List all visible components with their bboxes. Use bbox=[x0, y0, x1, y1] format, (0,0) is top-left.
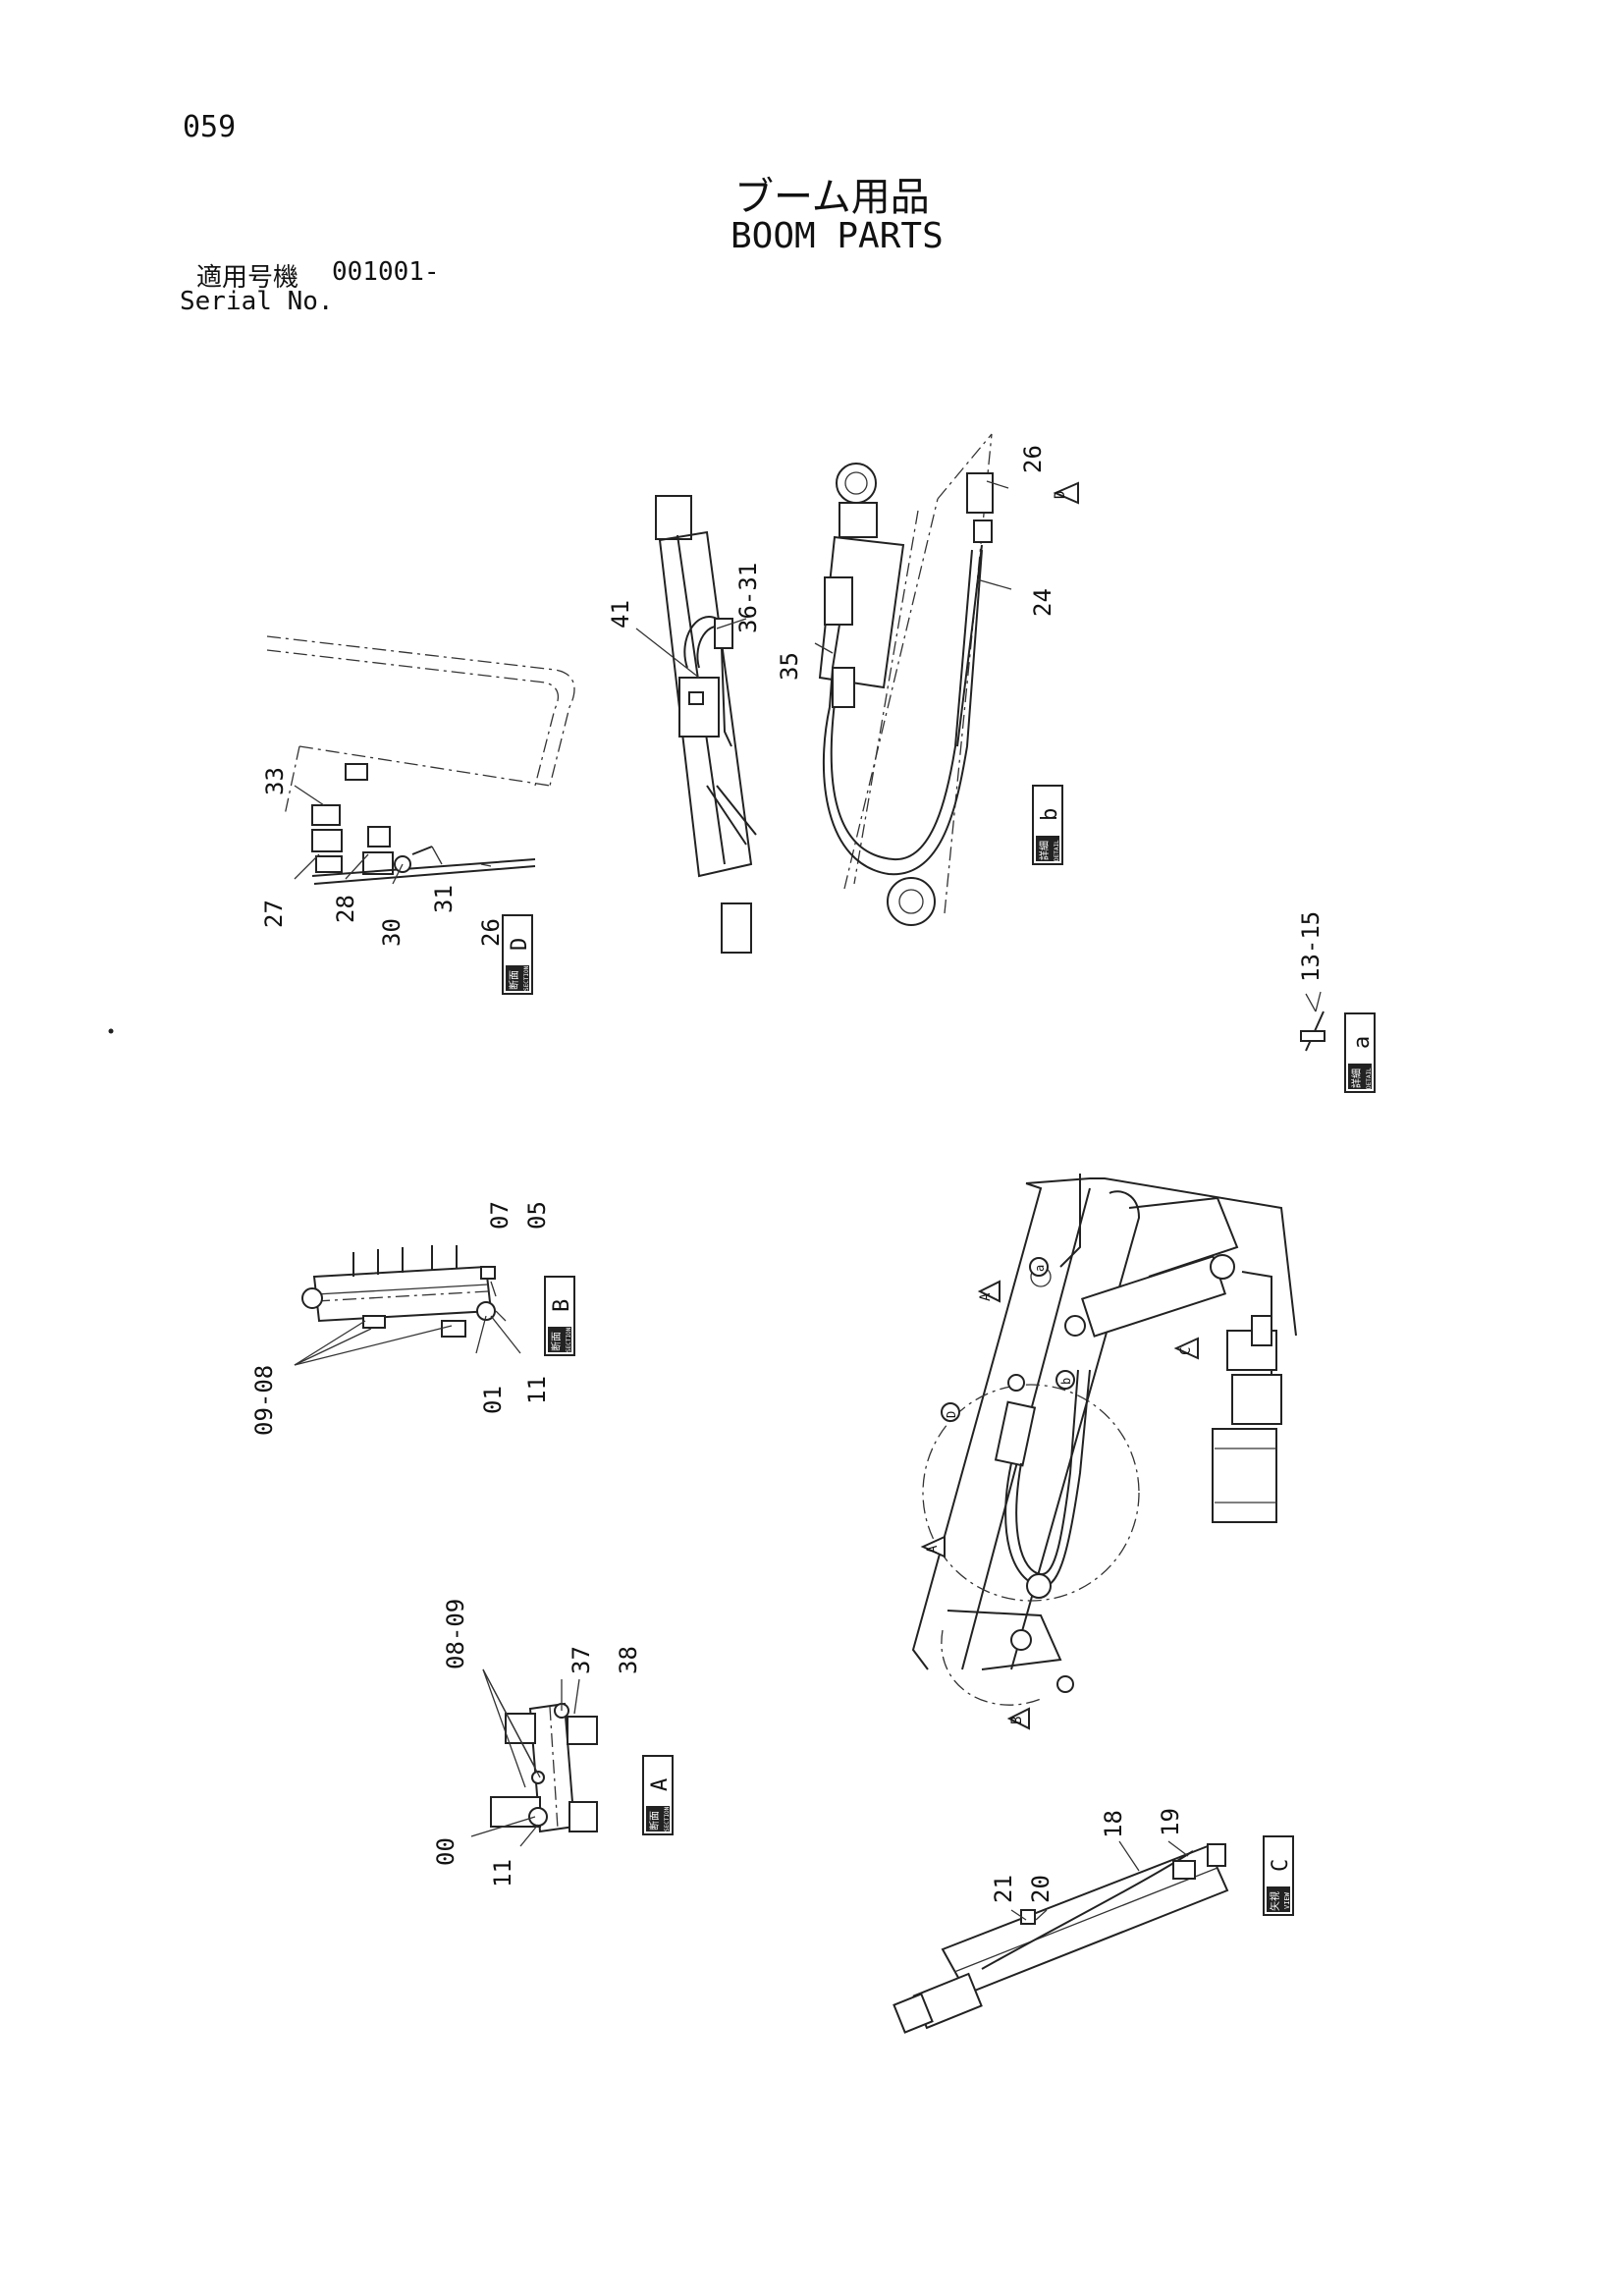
section-a-drawing bbox=[490, 1702, 598, 1833]
view-label-view-c-en: VIEW bbox=[1283, 1891, 1291, 1909]
callout-27: 27 bbox=[260, 900, 288, 928]
view-label-section-b-ja: 断面 bbox=[550, 1332, 563, 1351]
boom-cylinder-switch-drawing bbox=[655, 495, 757, 954]
callout-36-31: 36-31 bbox=[734, 563, 762, 633]
view-marker-b-circle: b bbox=[1059, 1378, 1073, 1385]
boom-assembly-drawing bbox=[911, 1174, 1297, 1706]
callout-08-09: 08-09 bbox=[442, 1599, 469, 1669]
view-label-detail-b-ja: 詳細 bbox=[1038, 841, 1051, 860]
callout-00: 00 bbox=[432, 1837, 460, 1866]
page-title-japanese: ブーム用品 bbox=[734, 175, 930, 220]
callout-13-15: 13-15 bbox=[1297, 911, 1325, 982]
callout-09-08: 09-08 bbox=[250, 1365, 278, 1436]
view-label-detail-a-ja: 詳細 bbox=[1350, 1068, 1363, 1088]
view-label-section-d-ja: 断面 bbox=[508, 970, 520, 990]
view-marker-d-top: D bbox=[1053, 491, 1068, 499]
callout-28: 28 bbox=[332, 895, 359, 923]
view-label-section-a-en: SECTION bbox=[664, 1806, 671, 1831]
leader-lines bbox=[294, 480, 1317, 1921]
view-label-section-b: 断面 SECTION B bbox=[544, 1276, 575, 1356]
serial-label-japanese: 適用号機 bbox=[196, 263, 299, 293]
callout-37: 37 bbox=[568, 1646, 595, 1674]
view-label-section-a: 断面 SECTION A bbox=[642, 1755, 674, 1835]
view-marker-c-main: C bbox=[1178, 1347, 1194, 1355]
view-label-section-d-en: SECTION bbox=[523, 965, 530, 991]
page-title: BOOM PARTS bbox=[730, 216, 944, 256]
view-label-section-d-letter: D bbox=[508, 938, 532, 951]
callout-30: 30 bbox=[378, 918, 406, 947]
view-marker-a-low: A bbox=[925, 1545, 941, 1554]
section-d-drawing bbox=[266, 635, 575, 885]
view-label-section-b-letter: B bbox=[550, 1299, 574, 1312]
callout-05: 05 bbox=[523, 1201, 551, 1230]
view-label-section-d: 断面 SECTION D bbox=[502, 914, 533, 995]
part-callouts: 26 24 41 36-31 35 33 27 28 30 31 26 13-1… bbox=[250, 445, 1325, 1903]
detail-b-drawing bbox=[818, 433, 994, 926]
callout-24: 24 bbox=[1029, 588, 1056, 617]
view-label-detail-b: 詳細 DETAIL b bbox=[1032, 785, 1063, 865]
callout-31: 31 bbox=[430, 885, 458, 913]
callout-38: 38 bbox=[615, 1646, 642, 1674]
callout-33: 33 bbox=[261, 767, 289, 795]
view-label-detail-a-letter: a bbox=[1350, 1036, 1375, 1049]
callout-20: 20 bbox=[1027, 1875, 1055, 1903]
view-label-section-b-en: SECTION bbox=[566, 1327, 572, 1352]
view-label-section-a-letter: A bbox=[648, 1778, 673, 1791]
serial-number-value: 001001- bbox=[332, 257, 440, 287]
callout-11-b: 11 bbox=[523, 1376, 551, 1404]
view-label-view-c-ja: 矢視 bbox=[1269, 1891, 1281, 1911]
callout-01: 01 bbox=[479, 1386, 507, 1414]
view-label-view-c: 矢視 VIEW C bbox=[1263, 1835, 1294, 1916]
callout-07: 07 bbox=[486, 1201, 514, 1230]
view-label-detail-a: 詳細 DETAIL a bbox=[1344, 1012, 1376, 1093]
callout-21: 21 bbox=[990, 1875, 1017, 1903]
callout-41: 41 bbox=[607, 600, 634, 629]
detail-a-drawing bbox=[1300, 991, 1325, 1052]
view-marker-d-circle: D bbox=[945, 1411, 958, 1418]
callout-11-a: 11 bbox=[489, 1859, 516, 1887]
callout-35: 35 bbox=[776, 652, 803, 681]
view-direction-markers: D A A B C D a b bbox=[920, 481, 1199, 1730]
serial-label: Serial No. bbox=[180, 287, 334, 316]
view-label-detail-b-en: DETAIL bbox=[1054, 840, 1060, 861]
view-c-drawing bbox=[893, 1843, 1229, 2034]
callout-26-d: 26 bbox=[477, 918, 505, 947]
callout-26-top: 26 bbox=[1019, 445, 1047, 473]
view-marker-a-main: A bbox=[978, 1292, 994, 1301]
view-label-detail-b-letter: b bbox=[1038, 808, 1062, 821]
page-number: 059 bbox=[183, 110, 237, 144]
callout-19: 19 bbox=[1157, 1808, 1184, 1836]
view-label-detail-a-en: DETAIL bbox=[1366, 1067, 1373, 1089]
callout-18: 18 bbox=[1100, 1810, 1127, 1838]
view-label-view-c-letter: C bbox=[1269, 1859, 1293, 1872]
view-marker-a-circle: a bbox=[1033, 1265, 1047, 1272]
view-label-section-a-ja: 断面 bbox=[648, 1811, 661, 1831]
view-marker-b-main: B bbox=[1009, 1717, 1025, 1724]
section-b-drawing bbox=[301, 1245, 496, 1338]
